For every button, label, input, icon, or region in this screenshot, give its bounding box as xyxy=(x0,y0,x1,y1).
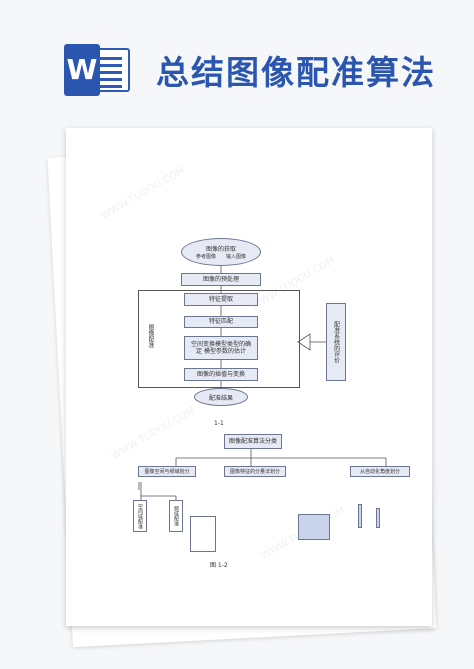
sub-frequency-label: 频域配准 xyxy=(173,506,179,526)
reference-image-label: 参考图像 xyxy=(195,254,216,260)
evaluation-label: 配准系统的评价 xyxy=(332,321,340,363)
flowchart-connectors xyxy=(138,265,387,500)
preprocess-box: 图像的预处理 xyxy=(181,273,261,286)
placeholder-box-c xyxy=(358,504,362,528)
class-feature-component: 图像特征的分量法划分 xyxy=(224,466,286,477)
sub-spatial-domain: 空间域配准 xyxy=(133,500,147,532)
document-page: WWW.TUDOU.COM WWW.TUDOU.COM WWW.TUDOU.CO… xyxy=(66,128,432,626)
acquisition-title: 图像的获取 xyxy=(205,246,236,253)
placeholder-box-a xyxy=(190,516,216,552)
step-feature-matching: 特征匹配 xyxy=(184,316,258,328)
placeholder-box-b xyxy=(298,514,330,540)
registration-frame-label: 图像配准 xyxy=(147,324,154,348)
image-acquisition-ellipse: 图像的获取 参考图像 输入图像 xyxy=(181,238,261,266)
sub-frequency-domain: 频域配准 xyxy=(169,500,183,532)
word-doc-icon: W xyxy=(62,42,132,98)
word-letter-badge: W xyxy=(64,44,100,96)
step-feature-extraction: 特征提取 xyxy=(184,293,258,306)
class-space-frequency: 图像空间与频域划分 xyxy=(138,466,196,477)
classification-root: 图像配准算法分类 xyxy=(224,434,282,449)
step-model-estimation: 空间变换模型类型的确定 模型参数的估计 xyxy=(184,336,258,360)
figure2-caption: 图 1-2 xyxy=(210,562,228,569)
evaluation-box: 配准系统的评价 xyxy=(326,303,346,381)
registration-result-ellipse: 配准结果 xyxy=(194,388,248,406)
figure1-caption: 1-1 xyxy=(214,420,224,427)
placeholder-box-d xyxy=(376,508,380,528)
input-image-label: 输入图像 xyxy=(226,254,247,260)
header: W 总结图像配准算法 xyxy=(0,0,474,120)
step-interpolation: 图像的插值与变换 xyxy=(184,368,258,381)
class-automation: 从自动化角度划分 xyxy=(350,466,410,477)
sub-spatial-label: 空间域配准 xyxy=(137,503,143,529)
document-title: 总结图像配准算法 xyxy=(156,53,436,92)
